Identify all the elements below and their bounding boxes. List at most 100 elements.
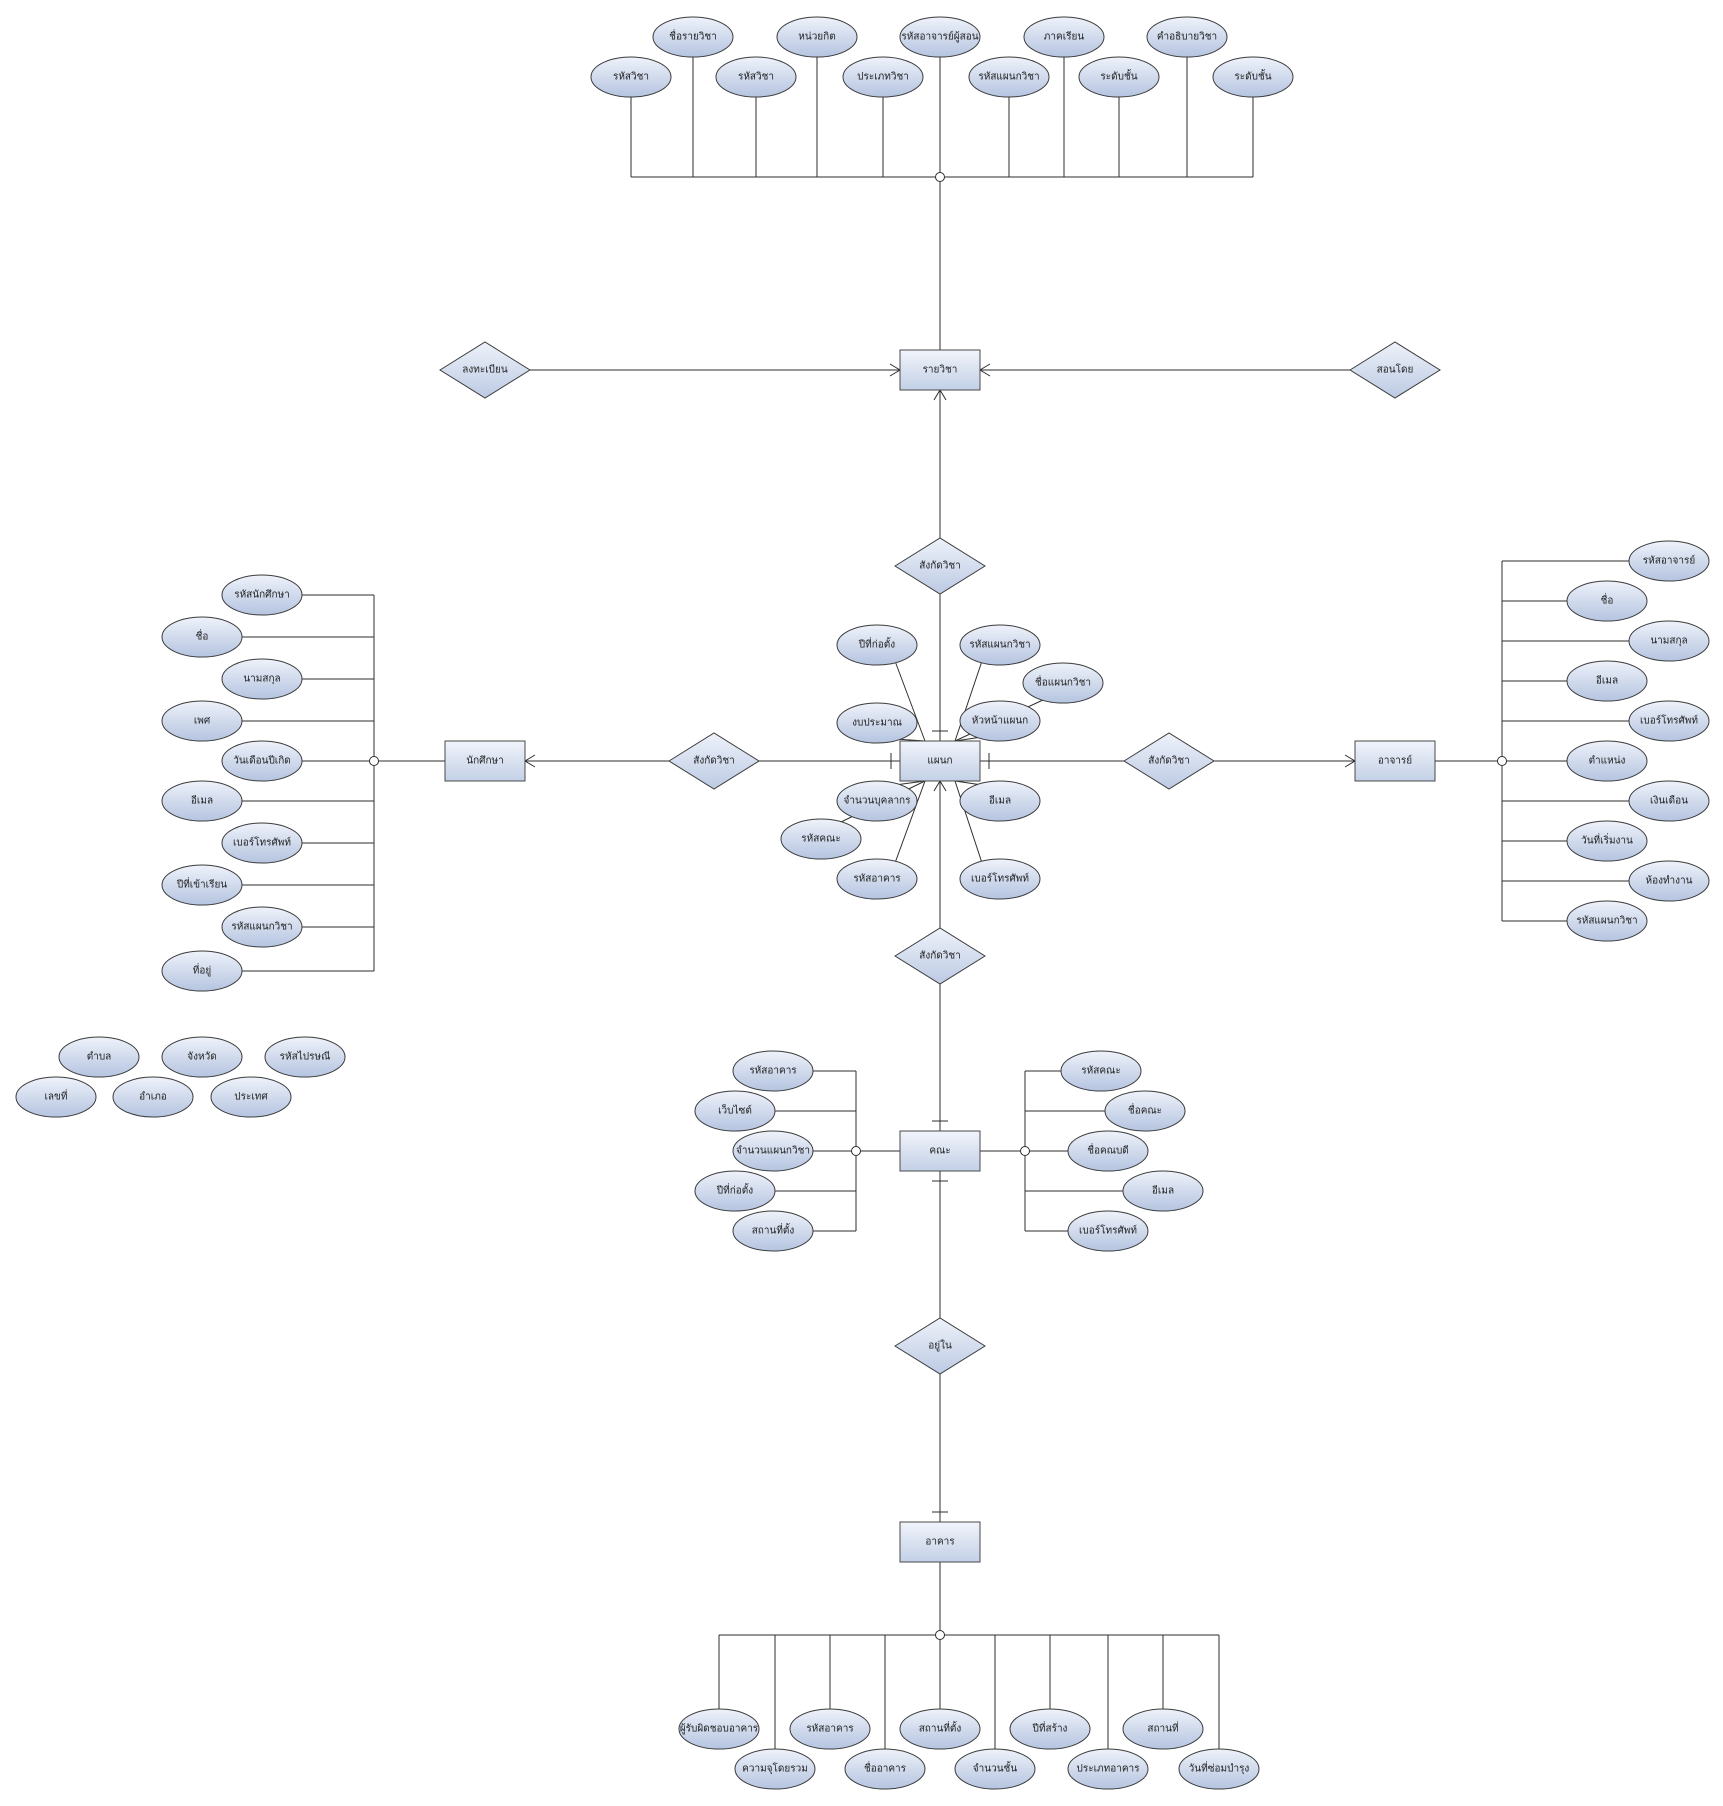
attribute[interactable]: อีเมล: [1122, 1170, 1204, 1212]
attribute[interactable]: ผู้รับผิดชอบอาคาร: [678, 1708, 760, 1750]
attribute[interactable]: นามสกุล: [221, 658, 303, 700]
dept-attr-link: [954, 780, 983, 864]
attribute-label: อีเมล: [1152, 1185, 1174, 1197]
attribute[interactable]: ชื่อคณบดี: [1067, 1130, 1149, 1172]
attribute[interactable]: เบอร์โทรศัพท์: [1067, 1210, 1149, 1252]
attribute-label: รหัสอาคาร: [749, 1066, 797, 1077]
relationship-dept-faculty[interactable]: สังกัดวิชา: [894, 927, 986, 985]
relationship-taught-by[interactable]: สอนโดย: [1349, 341, 1441, 399]
entity-faculty[interactable]: คณะ: [899, 1130, 981, 1172]
attribute[interactable]: รหัสแผนกวิชา: [968, 56, 1050, 98]
attribute[interactable]: ตำบล: [58, 1036, 140, 1078]
relationship-dept-teacher[interactable]: สังกัดวิชา: [1123, 732, 1215, 790]
attribute[interactable]: รหัสคณะ: [1060, 1050, 1142, 1092]
attribute[interactable]: อีเมล: [161, 780, 243, 822]
entity-teacher[interactable]: อาจารย์: [1354, 740, 1436, 782]
attribute-oval: [161, 864, 243, 906]
attribute[interactable]: ชื่อ: [1566, 580, 1648, 622]
attribute-label: วันที่ซ่อมบำรุง: [1189, 1761, 1250, 1775]
attribute[interactable]: เบอร์โทรศัพท์: [221, 822, 303, 864]
attribute[interactable]: ปีที่ก่อตั้ง: [836, 624, 918, 666]
attribute-oval: [732, 1130, 814, 1172]
attribute[interactable]: ปีที่สร้าง: [1009, 1708, 1091, 1750]
attribute[interactable]: ห้องทำงาน: [1628, 860, 1710, 902]
attribute[interactable]: หน่วยกิต: [776, 16, 858, 58]
attribute[interactable]: ปีที่ก่อตั้ง: [694, 1170, 776, 1212]
attribute[interactable]: งบประมาณ: [836, 702, 918, 744]
attribute[interactable]: เงินเดือน: [1628, 780, 1710, 822]
entity-label: อาจารย์: [1378, 755, 1412, 767]
attribute[interactable]: รหัสวิชา: [590, 56, 672, 98]
attribute[interactable]: เว็บไซต์: [694, 1090, 776, 1132]
attribute[interactable]: เพศ: [161, 700, 243, 742]
attribute[interactable]: ชื่อคณะ: [1104, 1090, 1186, 1132]
junction-dot: [1020, 1146, 1030, 1156]
attribute[interactable]: เบอร์โทรศัพท์: [1628, 700, 1710, 742]
attribute[interactable]: ระดับชั้น: [1212, 56, 1294, 98]
attribute-label: รหัสแผนกวิชา: [1576, 916, 1637, 927]
attribute[interactable]: รหัสคณะ: [780, 818, 862, 860]
relationship-diamond: [1349, 341, 1441, 399]
attribute[interactable]: สถานที่: [1122, 1708, 1204, 1750]
relationship-dept-course[interactable]: สังกัดวิชา: [894, 537, 986, 595]
attribute[interactable]: ความจุโดยรวม: [734, 1748, 816, 1790]
attribute[interactable]: อำเภอ: [112, 1076, 194, 1118]
entity-building[interactable]: อาคาร: [899, 1521, 981, 1563]
attribute[interactable]: รหัสอาจารย์: [1628, 540, 1710, 582]
attribute[interactable]: วันเดือนปีเกิด: [221, 740, 303, 782]
attribute[interactable]: อีเมล: [1566, 660, 1648, 702]
attribute[interactable]: วันที่ซ่อมบำรุง: [1178, 1748, 1260, 1790]
attribute-label: ประเทศ: [234, 1092, 268, 1103]
attribute[interactable]: สถานที่ตั้ง: [732, 1210, 814, 1252]
attribute[interactable]: รหัสนักศึกษา: [221, 574, 303, 616]
attribute-label: สถานที่: [1147, 1721, 1178, 1735]
attribute[interactable]: ชื่ออาคาร: [844, 1748, 926, 1790]
attribute[interactable]: จังหวัด: [161, 1036, 243, 1078]
attribute[interactable]: ประเภทวิชา: [842, 56, 924, 98]
attribute[interactable]: จำนวนชั้น: [954, 1748, 1036, 1790]
attribute[interactable]: รหัสอาจารย์ผู้สอน: [899, 16, 981, 58]
attribute[interactable]: ชื่อแผนกวิชา: [1022, 662, 1104, 704]
attribute[interactable]: ประเทศ: [210, 1076, 292, 1118]
attribute-oval: [221, 906, 303, 948]
attribute-label: งบประมาณ: [852, 718, 902, 729]
attribute[interactable]: รหัสอาคาร: [836, 858, 918, 900]
relationship-located-in[interactable]: อยู่ใน: [894, 1317, 986, 1375]
entity-student[interactable]: นักศึกษา: [444, 740, 526, 782]
attribute[interactable]: คำอธิบายวิชา: [1146, 16, 1228, 58]
entity-department[interactable]: แผนก: [899, 740, 981, 782]
attribute[interactable]: เบอร์โทรศัพท์: [959, 858, 1041, 900]
attribute[interactable]: ที่อยู่: [161, 950, 243, 992]
attribute[interactable]: รหัสวิชา: [715, 56, 797, 98]
attribute[interactable]: เลขที่: [15, 1076, 97, 1118]
relationship-enroll[interactable]: ลงทะเบียน: [439, 341, 531, 399]
attribute[interactable]: สถานที่ตั้ง: [899, 1708, 981, 1750]
attribute[interactable]: ชื่อรายวิชา: [652, 16, 734, 58]
attribute[interactable]: ปีที่เข้าเรียน: [161, 864, 243, 906]
attribute[interactable]: จำนวนแผนกวิชา: [732, 1130, 814, 1172]
attribute[interactable]: ประเภทอาคาร: [1067, 1748, 1149, 1790]
attribute-label: นามสกุล: [243, 674, 280, 685]
attribute[interactable]: ภาคเรียน: [1023, 16, 1105, 58]
attribute[interactable]: จำนวนบุคลากร: [836, 780, 918, 822]
attribute[interactable]: นามสกุล: [1628, 620, 1710, 662]
attribute[interactable]: อีเมล: [959, 780, 1041, 822]
attribute[interactable]: วันที่เริ่มงาน: [1566, 820, 1648, 862]
attribute[interactable]: รหัสแผนกวิชา: [221, 906, 303, 948]
attribute[interactable]: หัวหน้าแผนก: [959, 700, 1041, 742]
attribute[interactable]: รหัสแผนกวิชา: [959, 624, 1041, 666]
attribute-label: สถานที่ตั้ง: [752, 1223, 795, 1237]
attribute[interactable]: รหัสแผนกวิชา: [1566, 900, 1648, 942]
attribute[interactable]: ตำแหน่ง: [1566, 740, 1648, 782]
attribute[interactable]: ชื่อ: [161, 616, 243, 658]
attribute[interactable]: รหัสอาคาร: [732, 1050, 814, 1092]
attribute-label: เงินเดือน: [1650, 795, 1688, 807]
attribute-oval: [1178, 1748, 1260, 1790]
attribute-label: ชื่อรายวิชา: [669, 29, 717, 43]
attribute[interactable]: ระดับชั้น: [1078, 56, 1160, 98]
attribute[interactable]: รหัสไปรษณี: [264, 1036, 346, 1078]
relationship-dept-student[interactable]: สังกัดวิชา: [668, 732, 760, 790]
junction-dot: [935, 172, 945, 182]
entity-course[interactable]: รายวิชา: [899, 349, 981, 391]
attribute[interactable]: รหัสอาคาร: [789, 1708, 871, 1750]
